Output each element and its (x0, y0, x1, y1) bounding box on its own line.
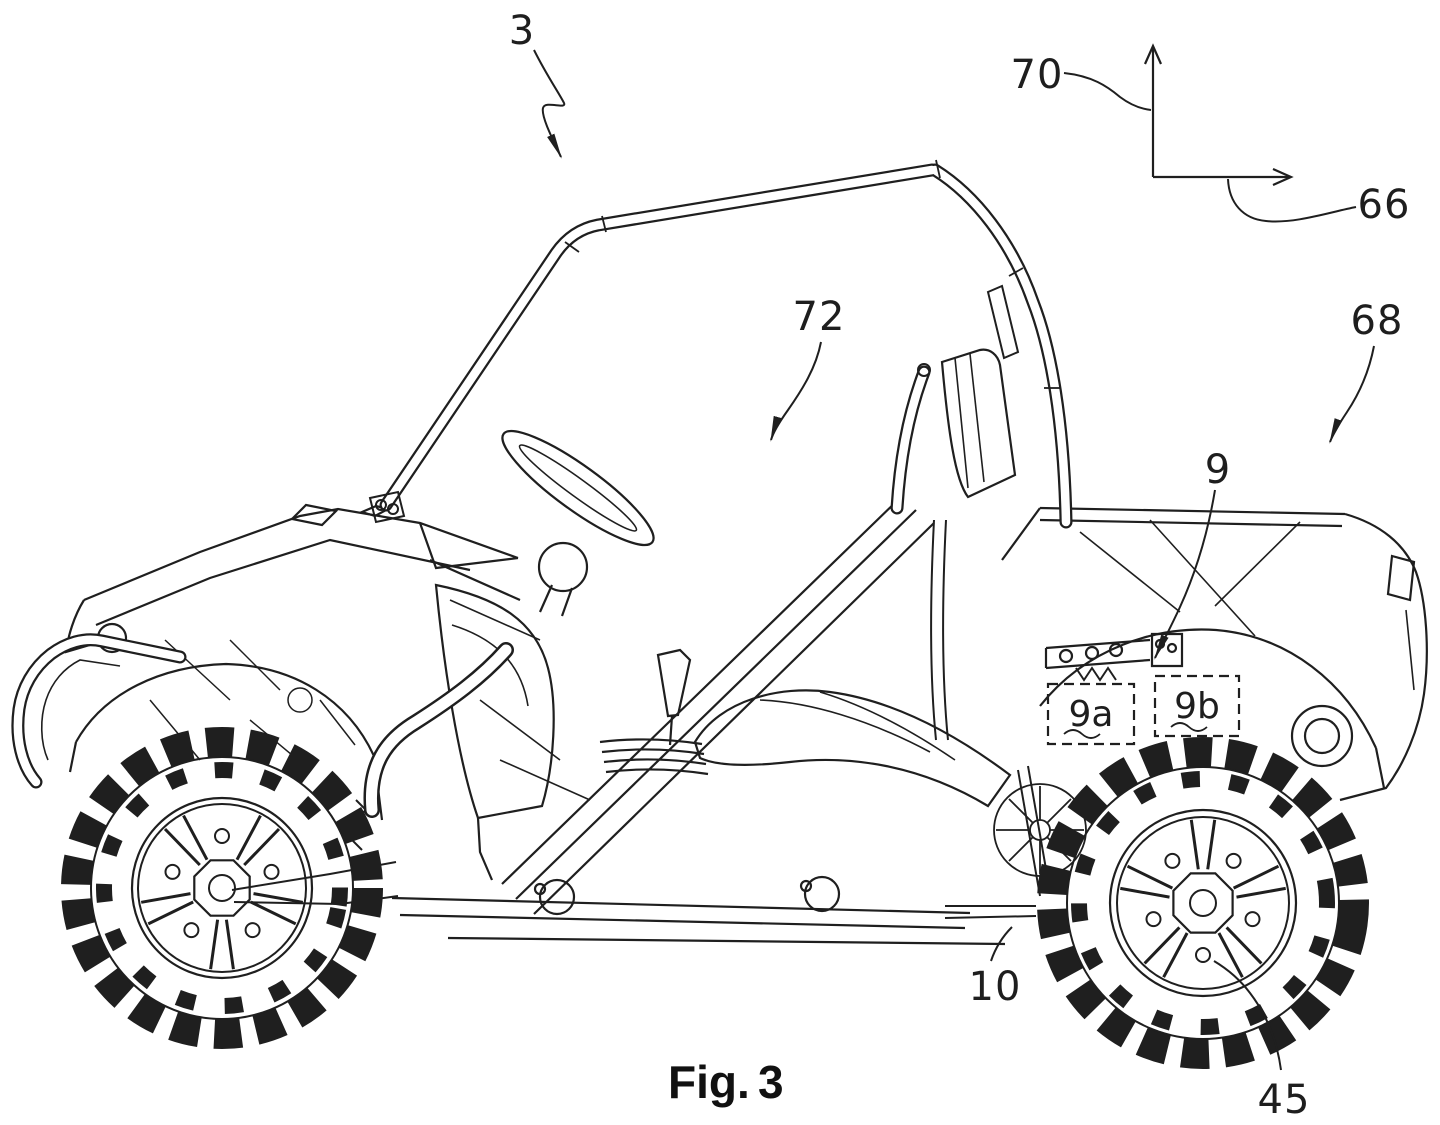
frame-rail (1044, 632, 1184, 670)
headlight-pod (289, 503, 339, 527)
callout-9a: 9a (1069, 694, 1114, 735)
callout-box-9b (1153, 674, 1241, 738)
muffler (1290, 704, 1354, 768)
callout-9: 9 (1205, 447, 1231, 493)
front-hub (193, 859, 251, 917)
leader-10 (990, 926, 1013, 962)
callout-3: 3 (509, 8, 535, 54)
callout-45: 45 (1258, 1077, 1311, 1123)
taillight (1386, 554, 1416, 602)
seatbelt-retractor (986, 284, 1020, 360)
seat-back (940, 348, 1017, 499)
leader-66 (1227, 178, 1357, 223)
tube-joints (564, 159, 1060, 389)
cab-interior (391, 348, 1017, 946)
tilde-9b (1170, 722, 1208, 732)
front-wheel-spokes (140, 814, 304, 970)
up-arrowhead-icon (1143, 43, 1163, 65)
callout-box-squiggles (1063, 722, 1208, 739)
rear-wheel (1037, 737, 1369, 1069)
reference-numerals: 3 70 66 72 68 9 9a 9b 10 45 (509, 8, 1411, 1123)
roll-cage (18, 159, 1066, 810)
leader-3 (533, 49, 566, 159)
callout-72: 72 (793, 294, 846, 340)
cage-brackets (368, 284, 1020, 524)
leader-9 (1154, 489, 1216, 660)
frame-diagonals (501, 495, 935, 915)
seat-cushion (693, 689, 1012, 808)
leader-45 (1213, 960, 1282, 1071)
steering-wheel (501, 429, 655, 617)
callout-10: 10 (969, 964, 1022, 1010)
callout-70: 70 (1011, 52, 1064, 98)
callout-9b: 9b (1174, 686, 1220, 727)
leader-72 (770, 341, 822, 442)
rear-wheel-spokes (1120, 819, 1286, 978)
rocker-panel (391, 875, 1006, 946)
figure-number: 3 (758, 1056, 784, 1108)
rear-lug-nuts (1145, 852, 1261, 963)
rear-tire-tread (1037, 737, 1369, 1069)
front-fender (75, 662, 375, 757)
tail-panel (1339, 512, 1428, 802)
front-lug-nuts (164, 828, 280, 939)
right-arrowhead-icon (1272, 167, 1294, 187)
rear-fender (1039, 628, 1378, 749)
leader-70 (1063, 72, 1152, 111)
callout-boxes (1046, 674, 1241, 746)
callout-66: 66 (1358, 182, 1411, 228)
tilde-9a (1063, 729, 1101, 739)
front-wheel (61, 727, 383, 1049)
leader-lines (533, 49, 1375, 1071)
leader-68 (1329, 345, 1375, 444)
callout-box-9a (1046, 682, 1136, 746)
gear-shifter (599, 648, 709, 776)
coordinate-axes (1143, 43, 1294, 187)
figure-caption: Fig. 3 (668, 1056, 784, 1108)
callout-68: 68 (1351, 298, 1404, 344)
front-tire-tread (61, 727, 383, 1049)
rear-hub (1172, 872, 1234, 934)
figure-label: Fig. (668, 1056, 750, 1108)
